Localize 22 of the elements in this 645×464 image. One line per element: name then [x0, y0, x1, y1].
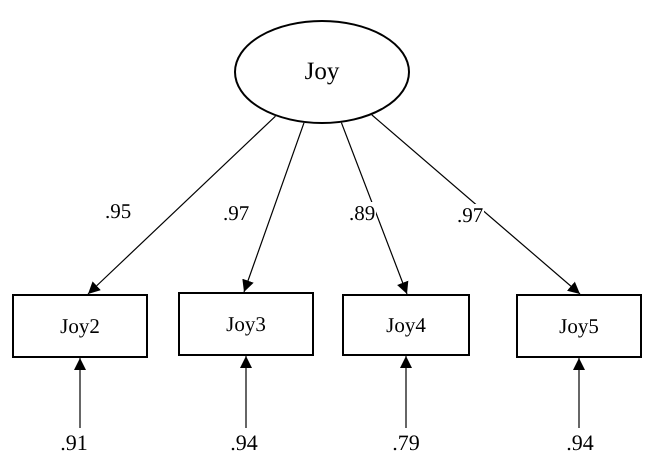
arrow [400, 356, 412, 428]
error-value: .79 [382, 428, 430, 458]
arrow [88, 116, 276, 294]
observed-variable-box [516, 294, 642, 358]
variable-label: Joy [304, 58, 340, 86]
variable-label: Joy3 [226, 312, 266, 336]
arrow [240, 356, 252, 428]
observed-variable-box [12, 294, 148, 358]
arrow [74, 358, 86, 428]
error-value: .91 [50, 428, 98, 458]
variable-label: Joy5 [559, 314, 599, 338]
observed-variable-box [342, 294, 470, 356]
error-value: .94 [220, 428, 268, 458]
error-value: .94 [556, 428, 604, 458]
arrow [371, 114, 580, 294]
variable-label: Joy2 [60, 314, 100, 338]
observed-variable-box [178, 292, 314, 356]
variable-label: Joy4 [386, 312, 426, 338]
arrow [340, 122, 408, 294]
latent-variable-ellipse [234, 20, 410, 124]
arrow [242, 122, 305, 292]
arrow [573, 358, 585, 428]
